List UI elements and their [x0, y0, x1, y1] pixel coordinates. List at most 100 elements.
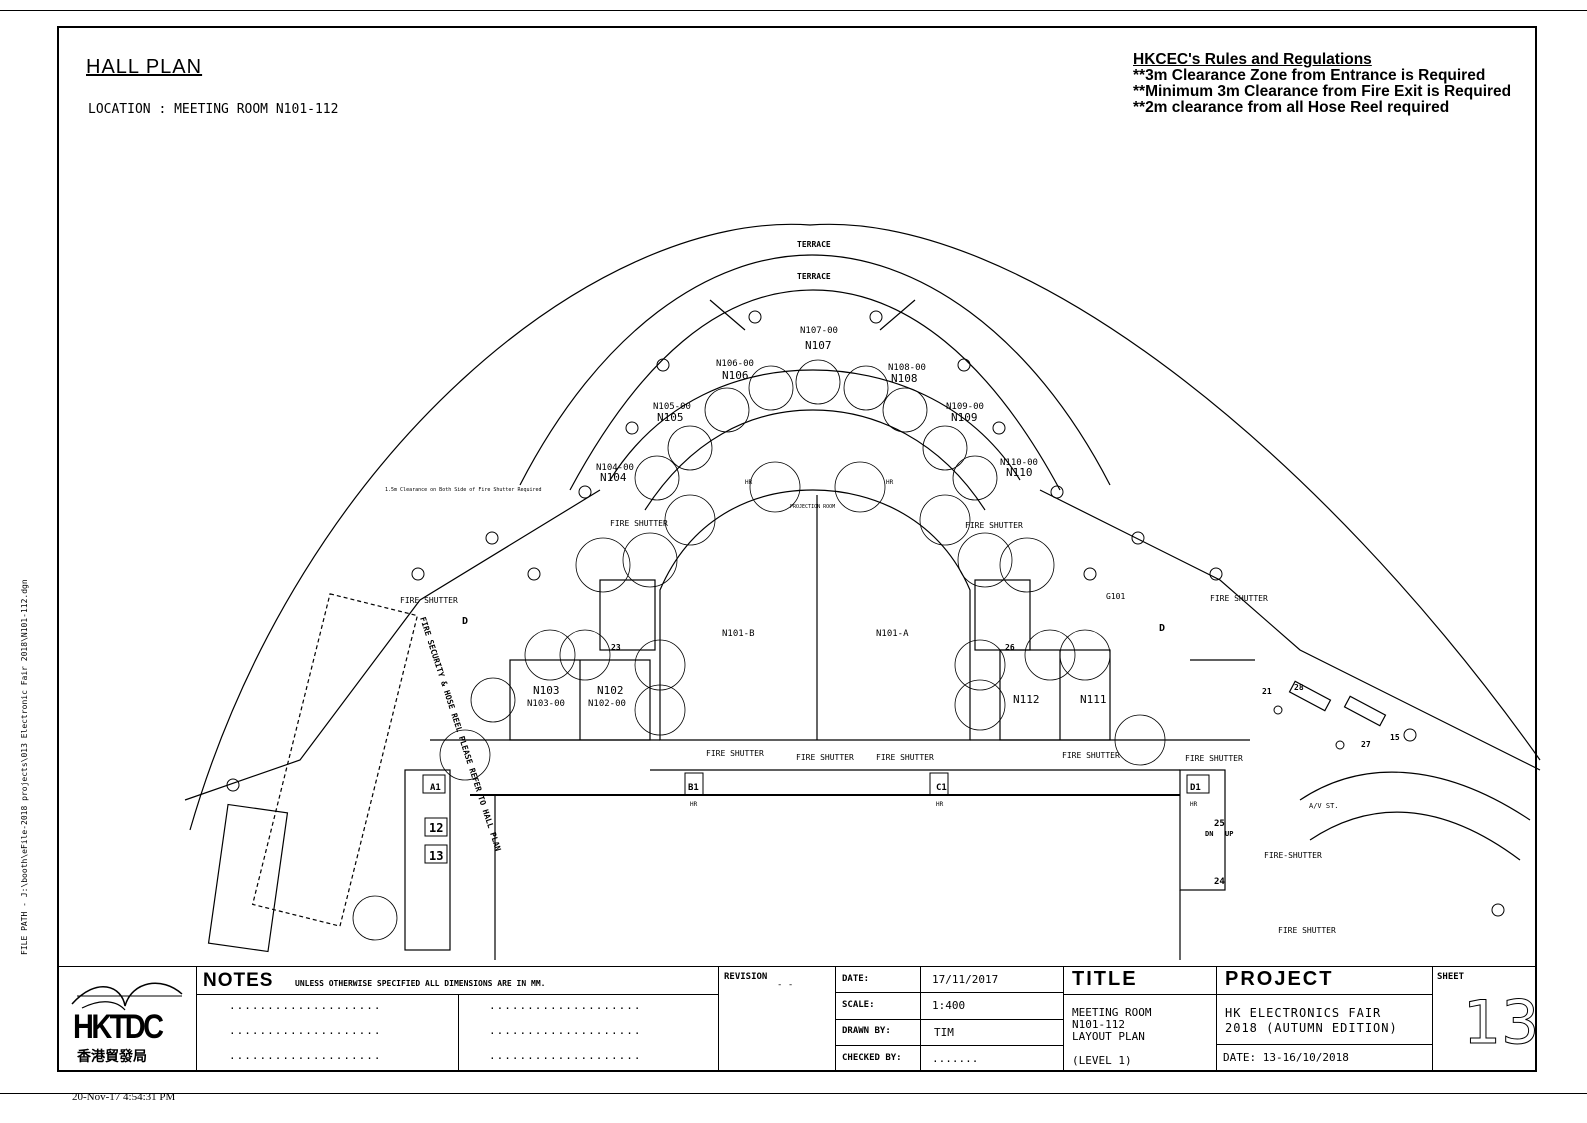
room-label: N112	[1013, 693, 1040, 706]
fire-shutter-label: FIRE SHUTTER	[706, 749, 764, 758]
rule-item: **2m clearance from all Hose Reel requir…	[1133, 99, 1450, 116]
title-level: (LEVEL 1)	[1072, 1054, 1132, 1067]
av-store-label: A/V ST.	[1309, 802, 1339, 810]
booth-number: 27	[1361, 740, 1371, 749]
hose-reel-label: HR	[886, 479, 894, 486]
notes-subtitle: UNLESS OTHERWISE SPECIFIED ALL DIMENSION…	[295, 979, 546, 988]
terrace-arch-2	[569, 289, 1061, 491]
fire-shutter-label: FIRE SHUTTER	[1185, 754, 1243, 763]
revision-cell: REVISION - -	[719, 966, 836, 1072]
room-code: N110-00	[1000, 458, 1038, 468]
room-code: N108-00	[888, 363, 926, 373]
rule-item: **3m Clearance Zone from Entrance is Req…	[1133, 67, 1486, 84]
room-label: N101-A	[876, 629, 909, 639]
fire-shutter-label: FIRE SHUTTER	[1210, 594, 1268, 603]
fire-shutter-label: FIRE SHUTTER	[610, 519, 668, 528]
room-label: N111	[1080, 693, 1107, 706]
drawn-by-value: TIM	[934, 1026, 954, 1039]
print-timestamp: 20-Nov-17 4:54:31 PM	[72, 1091, 176, 1103]
logo-chinese: 香港貿發局	[77, 1048, 147, 1064]
booth-number: 21	[1262, 687, 1272, 696]
date-value: 17/11/2017	[932, 973, 999, 986]
room-code: N105-00	[653, 402, 691, 412]
room-code: N107-00	[800, 326, 838, 336]
drawing-frame	[57, 26, 1537, 1072]
room-code: N102-00	[588, 699, 626, 709]
checked-by-value: .......	[932, 1052, 979, 1065]
title-label: TITLE	[1072, 968, 1138, 990]
door-label: D	[1159, 623, 1165, 634]
hose-reel-label: HR	[1190, 801, 1198, 808]
scale-value: 1:400	[932, 999, 966, 1012]
title-cell: TITLE MEETING ROOM N101-112 LAYOUT PLAN …	[1064, 966, 1217, 1072]
notes-cell: NOTES UNLESS OTHERWISE SPECIFIED ALL DIM…	[197, 966, 719, 1072]
notes-line: ....................	[489, 999, 642, 1012]
fire-shutter-label: FIRE SHUTTER	[876, 753, 934, 762]
stair-number: 12	[429, 821, 443, 835]
meeting-room-arc	[609, 369, 1021, 481]
room-label: N110	[1006, 466, 1033, 479]
terrace-arch-1	[519, 254, 1111, 486]
rule-item: **Minimum 3m Clearance from Fire Exit is…	[1133, 83, 1512, 100]
fire-shutter-label: FIRE SHUTTER	[796, 753, 854, 762]
room-label: G101	[1106, 592, 1125, 601]
terrace-label: TERRACE	[797, 240, 831, 249]
title-line: MEETING ROOM	[1072, 1006, 1152, 1019]
stair-label: C1	[936, 783, 947, 793]
sheet-number: 13	[1462, 988, 1540, 1059]
logo-text: HKTDC	[73, 1008, 164, 1046]
room-label: N109	[951, 411, 978, 424]
notes-line: ....................	[229, 1049, 382, 1062]
title-line: N101-112	[1072, 1018, 1125, 1031]
room-label: N108	[891, 372, 918, 385]
project-line: HK ELECTRONICS FAIR	[1225, 1006, 1382, 1020]
fire-shutter-label: FIRE SHUTTER	[1278, 926, 1336, 935]
stair-number: 24	[1214, 877, 1225, 887]
room-label: N103	[533, 684, 560, 697]
room-label: N106	[722, 369, 749, 382]
hall-plan-title: HALL PLAN	[86, 56, 203, 78]
stair-direction: UP	[1225, 830, 1233, 838]
rotated-note: FIRE SECURITY & HOSE REEL PLEASE REFER T…	[418, 616, 503, 853]
room-code: N109-00	[946, 402, 984, 412]
door-label: D	[462, 616, 468, 627]
sheet-label: SHEET	[1437, 972, 1465, 982]
fire-shutter-label: FIRE SHUTTER	[965, 521, 1023, 530]
fire-shutter-label: FIRE SHUTTER	[1062, 751, 1120, 760]
revision-value: - -	[777, 980, 794, 990]
top-rule	[0, 10, 1587, 11]
stair-number: 23	[611, 643, 621, 652]
notes-line: ....................	[489, 1049, 642, 1062]
rules-block: HKCEC's Rules and Regulations **3m Clear…	[1133, 52, 1511, 116]
stair-number: 13	[429, 849, 443, 863]
room-label: N105	[657, 411, 684, 424]
hose-reel-label: HR	[690, 801, 698, 808]
room-label: N102	[597, 684, 624, 697]
stair-label: D1	[1190, 783, 1201, 793]
revision-label: REVISION	[724, 972, 768, 982]
outer-arch	[189, 223, 1541, 831]
stair-label: B1	[688, 783, 699, 793]
scale-label: SCALE:	[842, 1000, 875, 1010]
projection-room-label: PROJECTION ROOM	[790, 504, 835, 510]
notes-title: NOTES	[203, 970, 274, 991]
room-code: N103-00	[527, 699, 565, 709]
room-label: N101-B	[722, 629, 755, 639]
bottom-rule	[0, 1093, 1587, 1094]
drawing-info-cell: DATE: 17/11/2017 SCALE: 1:400 DRAWN BY: …	[836, 966, 1064, 1072]
location-label: LOCATION : MEETING ROOM N101-112	[88, 102, 339, 117]
notes-line: ....................	[229, 1024, 382, 1037]
room-label: N107	[805, 339, 832, 352]
stair-label: A1	[430, 783, 441, 793]
project-line: 2018 (AUTUMN EDITION)	[1225, 1021, 1398, 1035]
project-date: DATE: 13-16/10/2018	[1223, 1051, 1349, 1064]
n101-hall	[659, 489, 971, 741]
logo-cell: HKTDC 香港貿發局	[57, 966, 197, 1072]
stair-number: 25	[1214, 819, 1225, 829]
booth-number: 28	[1294, 683, 1304, 692]
room-label: N104	[600, 471, 627, 484]
notes-line: ....................	[489, 1024, 642, 1037]
project-cell: PROJECT HK ELECTRONICS FAIR 2018 (AUTUMN…	[1217, 966, 1433, 1072]
stair-direction: DN	[1205, 830, 1213, 838]
